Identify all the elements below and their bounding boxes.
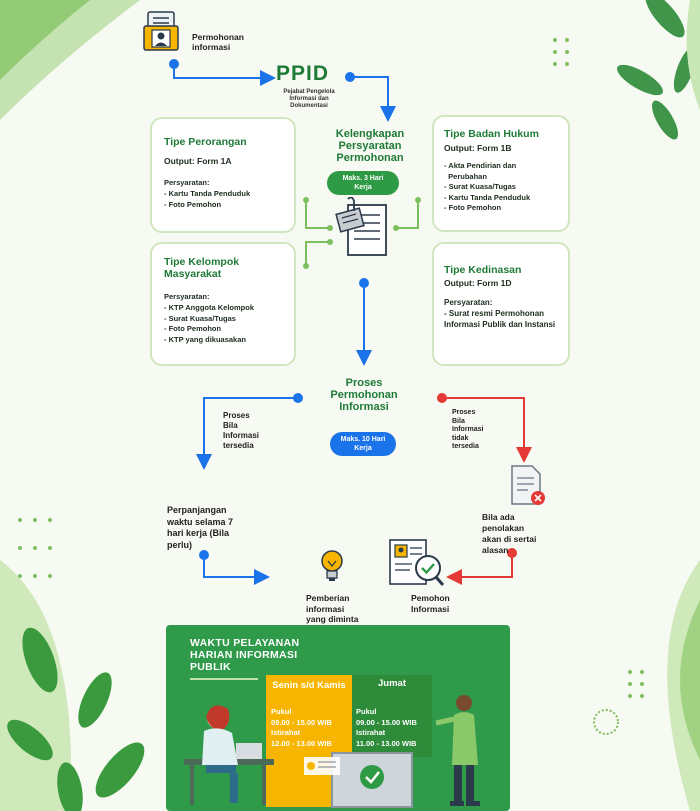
break-value: 11.00 - 13.00 WIB [356, 738, 417, 748]
card-tipe-badan-hukum: Tipe Badan Hukum Output: Form 1B - Akta … [432, 115, 570, 232]
card-requirements-list: - KTP Anggota Kelompok - Surat Kuasa/Tug… [164, 303, 282, 345]
card-tipe-kedinasan: Tipe Kedinasan Output: Form 1D Persyarat… [432, 242, 570, 366]
applicant-verified-icon [389, 539, 445, 586]
card-output: Output: Form 1A [164, 156, 232, 166]
list-item: - Kartu Tanda Penduduk [444, 192, 531, 202]
list-item: Informasi Publik dan Instansi [444, 319, 556, 329]
document-clip-icon [335, 197, 387, 256]
schedule-friday: Jumat Pukul 09.00 - 15.00 WIB Istirahat … [352, 675, 432, 757]
list-item: - Foto Pemohon [164, 199, 222, 209]
schedule-day: Senin s/d Kamis [272, 680, 346, 691]
schedule-day: Jumat [378, 678, 406, 689]
card-title: Tipe Badan Hukum [444, 128, 539, 140]
list-item: - KTP yang dikuasakan [164, 334, 246, 344]
document-rejected-icon [511, 465, 545, 505]
card-tipe-perorangan: Tipe Perorangan Output: Form 1A Persyara… [150, 117, 296, 233]
ppid-title: PPID [276, 62, 330, 85]
hours-label: Pukul [271, 707, 292, 716]
list-item: - Foto Pemohon [444, 203, 502, 212]
card-title: Tipe Perorangan [164, 136, 247, 148]
break-value: 12.00 - 13.00 WIB [271, 738, 332, 748]
list-item: - Kartu Tanda Penduduk [164, 189, 251, 198]
list-item: - KTP Anggota Kelompok [164, 303, 254, 312]
card-output: Output: Form 1D [444, 278, 512, 288]
list-item: - Surat resmi Permohonan [444, 309, 545, 318]
list-item: - Surat Kuasa/Tugas [444, 182, 516, 191]
office-workers-illustration [184, 695, 480, 808]
hours-value: 09.00 - 15.00 WIB [356, 717, 417, 727]
card-requirements-list: - Surat resmi Permohonan Informasi Publi… [444, 309, 556, 330]
title-underline [190, 678, 258, 680]
card-title: Tipe Kedinasan [444, 264, 522, 276]
break-label: Istirahat [356, 728, 386, 737]
card-requirements-list: - Kartu Tanda Penduduk - Foto Pemohon [164, 189, 282, 210]
card-requirements-label: Persyaratan: [444, 298, 493, 307]
list-item: Perubahan [444, 171, 487, 181]
list-item: - Surat Kuasa/Tugas [164, 313, 236, 323]
hours-label: Pukul [356, 707, 377, 716]
card-requirements-label: Persyaratan: [164, 178, 210, 187]
lightbulb-icon [321, 550, 343, 581]
hours-value: 09.00 - 15.00 WIB [271, 717, 332, 727]
card-requirements-list: - Akta Pendirian dan Perubahan - Surat K… [444, 161, 556, 214]
break-label: Istirahat [271, 728, 301, 737]
card-output: Output: Form 1B [444, 143, 512, 153]
card-requirements-label: Persyaratan: [164, 292, 210, 301]
list-item: - Akta Pendirian dan [444, 161, 517, 170]
applicant-id-card-icon [143, 11, 179, 51]
list-item: - Foto Pemohon [164, 324, 222, 333]
